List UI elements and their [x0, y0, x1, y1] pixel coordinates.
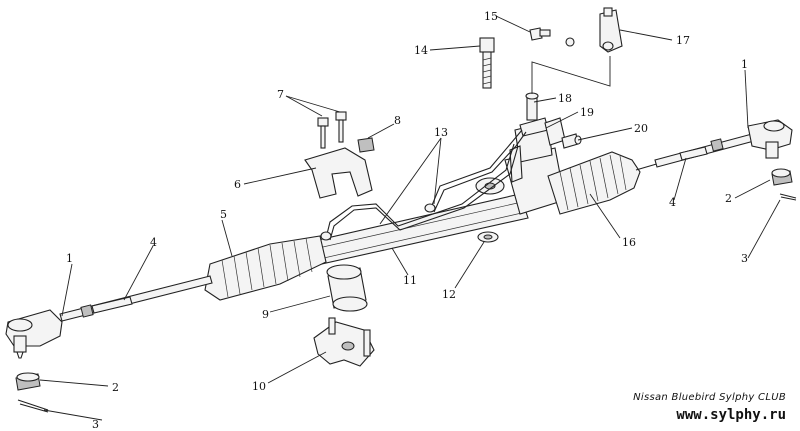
fitting-20 [561, 133, 582, 149]
callout-17: 17 [676, 34, 690, 47]
club-credit: Nissan Bluebird Sylphy CLUB [633, 392, 786, 403]
assembly-link-line [531, 56, 611, 94]
gear-housing [475, 92, 566, 215]
callout-4-left: 4 [150, 236, 157, 249]
callout-10: 10 [252, 380, 266, 393]
callout-9: 9 [262, 308, 269, 321]
callout-19: 19 [580, 106, 594, 119]
left-cotter-pin [17, 399, 49, 413]
mount-bracket [313, 317, 375, 367]
clamp-bolts [317, 111, 347, 149]
small-bolt [529, 27, 551, 41]
leader-lines [39, 15, 781, 421]
callout-labels: 1 1 2 2 3 3 4 4 5 6 7 8 9 10 11 12 13 14… [66, 10, 748, 431]
clamp-nut [357, 137, 375, 153]
callout-1-right: 1 [741, 58, 748, 71]
left-castle-nut [15, 372, 41, 391]
clamp-bracket [304, 147, 373, 199]
callout-8: 8 [394, 114, 401, 127]
callout-20: 20 [634, 122, 648, 135]
callout-6: 6 [234, 178, 241, 191]
right-tie-rod [654, 133, 755, 168]
small-washer [565, 37, 575, 47]
callout-15: 15 [484, 10, 498, 23]
callout-16: 16 [622, 236, 636, 249]
callout-18: 18 [558, 92, 572, 105]
callout-12: 12 [442, 288, 456, 301]
mount-bushing [326, 264, 368, 312]
callout-5: 5 [220, 208, 227, 221]
callout-1-left: 1 [66, 252, 73, 265]
callout-2-right: 2 [725, 192, 732, 205]
callout-3-left: 3 [92, 418, 99, 431]
site-url: www.sylphy.ru [676, 407, 786, 423]
right-tie-rod-end [747, 119, 793, 159]
right-castle-nut [771, 168, 793, 186]
left-tie-rod [59, 275, 213, 322]
pressure-sensor [599, 7, 623, 53]
long-bolt [479, 37, 495, 89]
housing-washer [477, 231, 499, 243]
hydraulic-lines [320, 129, 527, 241]
callout-7: 7 [277, 88, 284, 101]
callout-13: 13 [434, 126, 448, 139]
left-tie-rod-end [5, 309, 63, 359]
left-boot [204, 235, 327, 301]
callout-3-right: 3 [741, 252, 748, 265]
right-boot [547, 151, 661, 215]
callout-2-left: 2 [112, 381, 119, 394]
callout-4-right: 4 [669, 196, 676, 209]
right-cotter-pin [779, 193, 797, 201]
callout-11: 11 [403, 274, 417, 287]
callout-14: 14 [414, 44, 428, 57]
